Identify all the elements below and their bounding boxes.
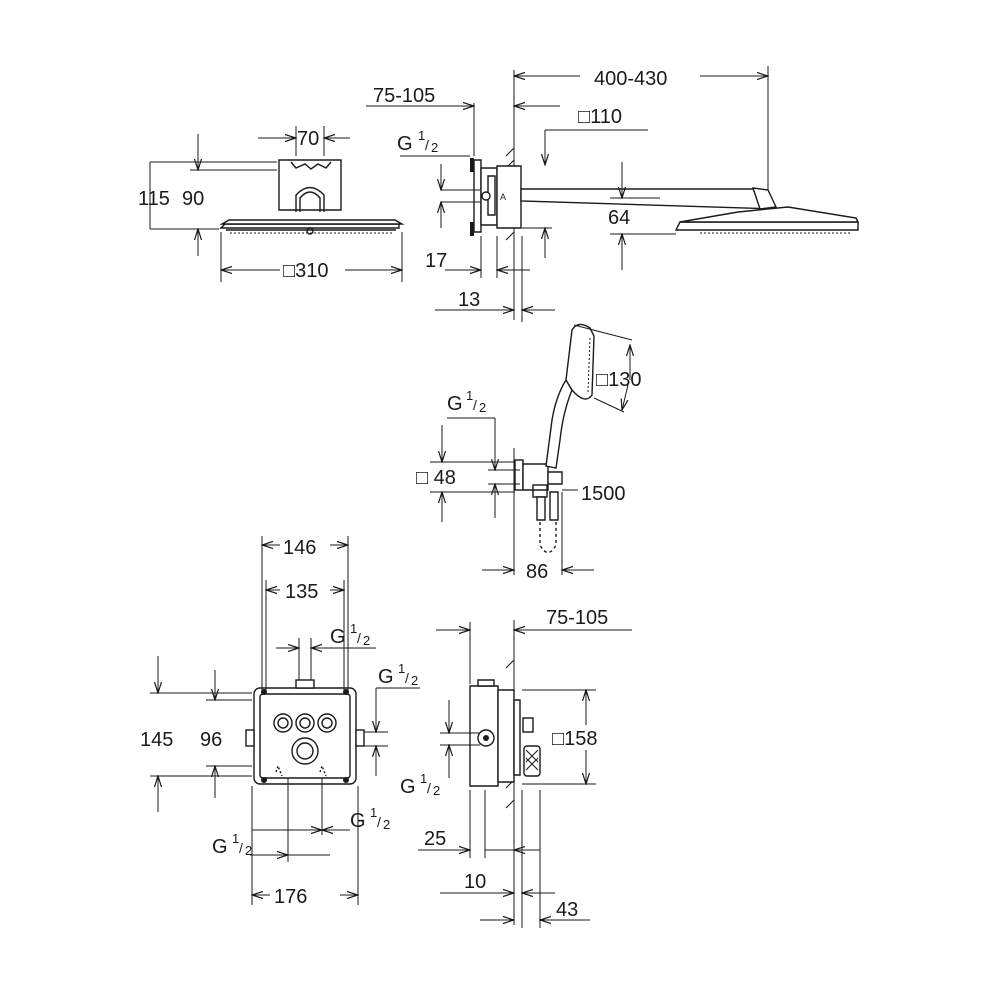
head-front-height-inner-label: 90	[182, 188, 204, 210]
thermostat-br-thread-den: 2	[383, 817, 390, 832]
svg-text:A: A	[500, 192, 506, 202]
thermostat-height-outer-label: 145	[140, 729, 173, 751]
head-side-thread-g: G	[397, 133, 413, 155]
thermostat-bl-thread-g: G	[212, 836, 228, 858]
hand-shower-view: □130 G 1 / 2 □ 48 1500 86	[416, 323, 641, 583]
head-shower-arm	[520, 188, 781, 210]
thermostat-top-thread-slash: /	[357, 630, 361, 646]
thermostat-right-thread-slash: /	[405, 670, 409, 686]
head-side-wall-label: 13	[458, 289, 480, 311]
head-side-thread-den: 2	[431, 140, 438, 155]
hand-spacing-label: 86	[526, 561, 548, 583]
hand-thread-slash: /	[473, 397, 477, 413]
thermostat-bl-thread-num: 1	[232, 831, 239, 846]
hand-head-label: □130	[596, 369, 641, 391]
thermostat-body	[253, 687, 357, 785]
thermostat-side-projection-label: 75-105	[546, 607, 608, 629]
head-front-width-label: 70	[297, 128, 319, 150]
hand-bracket-label: □ 48	[416, 467, 456, 489]
thermostat-top-thread-den: 2	[363, 633, 370, 648]
head-front-plate-label: □310	[283, 260, 328, 282]
thermostat-width-outer-label: 146	[283, 537, 316, 559]
head-shower-front-view: 70 115 90 □310	[138, 126, 405, 282]
head-side-thread-num: 1	[418, 128, 425, 143]
thermostat-side-view: 75-105 □158 G 1 / 2 25 10 43	[400, 607, 632, 928]
thermostat-front-view: 146 135 G 1 / 2 G 1 / 2 145 96	[140, 536, 420, 908]
thermostat-side-thread-slash: /	[427, 780, 431, 796]
hand-hose-label: 1500	[581, 483, 626, 505]
hand-thread-den: 2	[479, 400, 486, 415]
head-shower-side-plate	[674, 221, 859, 231]
head-side-arm-label: 400-430	[594, 68, 667, 90]
thermostat-right-thread-num: 1	[398, 661, 405, 676]
hand-shower-hose-left	[536, 496, 546, 521]
thermostat-top-thread-num: 1	[350, 621, 357, 636]
hand-thread-num: 1	[466, 388, 473, 403]
thermostat-side-trim-label: 43	[556, 899, 578, 921]
thermostat-side-thread-g: G	[400, 776, 416, 798]
thermostat-side-thread-num: 1	[420, 771, 427, 786]
thermostat-side-box-label: □158	[552, 728, 597, 750]
head-side-thread-slash: /	[425, 137, 429, 153]
thermostat-br-thread-slash: /	[377, 814, 381, 830]
thermostat-width-inner-label: 135	[285, 581, 318, 603]
thermostat-br-thread-num: 1	[370, 805, 377, 820]
thermostat-bottom-width-label: 176	[274, 886, 307, 908]
head-side-box-label: □110	[578, 106, 622, 128]
hand-shower-wall-bracket	[514, 459, 524, 491]
head-shower-side-view: A 75-105 G 1 / 2 □110	[366, 66, 860, 322]
thermostat-bl-thread-den: 2	[245, 843, 252, 858]
thermostat-side-wall-label: 10	[464, 871, 486, 893]
thermostat-side-depth-label: 25	[424, 828, 446, 850]
head-side-projection-label: 75-105	[373, 85, 435, 107]
head-front-height-outer-label: 115	[138, 188, 170, 210]
hand-shower-head	[565, 323, 595, 400]
head-side-depth-label: 17	[425, 250, 447, 272]
hand-thread-g: G	[447, 393, 463, 415]
thermostat-bl-thread-slash: /	[239, 840, 243, 856]
thermostat-height-inner-label: 96	[200, 729, 222, 751]
thermostat-right-thread-g: G	[378, 666, 394, 688]
thermostat-top-thread-g: G	[330, 626, 346, 648]
thermostat-side-thread-den: 2	[433, 783, 440, 798]
hand-shower-handle	[545, 378, 573, 469]
thermostat-right-thread-den: 2	[411, 673, 418, 688]
head-shower-arm-box	[278, 159, 342, 211]
head-side-drop-label: 64	[608, 207, 630, 229]
